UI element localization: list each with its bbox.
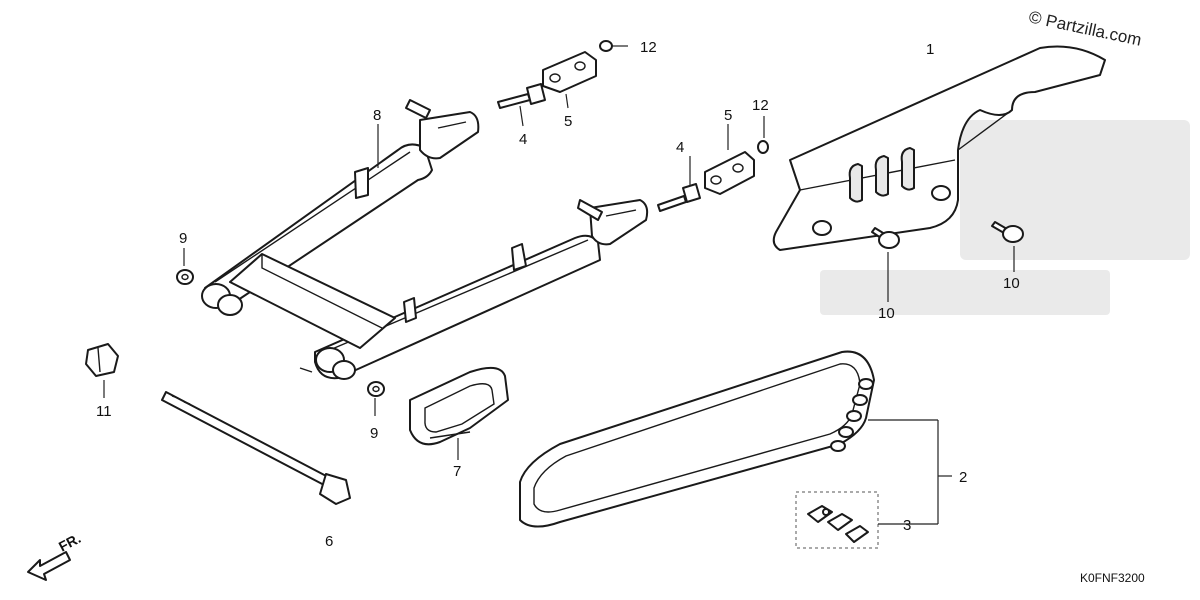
front-direction-label: FR. [56,530,83,555]
callout-6: 6 [325,533,333,550]
callout-12-right: 12 [752,97,769,114]
callout-5-right: 5 [724,107,732,124]
watermark-text: © Partzilla.com [1027,7,1143,49]
part-chain-slider[interactable] [409,366,509,446]
callout-4-upper: 4 [519,131,527,148]
callout-2: 2 [959,469,967,486]
callout-10-right: 10 [1003,275,1020,292]
front-direction-indicator: FR. [27,530,83,581]
part-case-bolt-right[interactable] [991,221,1024,243]
diagram-code: K0FNF3200 [1080,571,1145,585]
callout-11: 11 [96,403,112,420]
callout-4-right: 4 [676,139,684,156]
part-washer-lower[interactable] [367,381,385,397]
part-adjuster-bolt-right[interactable] [657,183,701,212]
part-pivot-nut[interactable] [85,343,119,377]
callout-5-upper: 5 [564,113,572,130]
callout-3: 3 [903,517,911,534]
part-circlip-upper[interactable] [599,40,613,52]
part-circlip-right[interactable] [757,140,769,154]
callout-7: 7 [453,463,461,480]
leader-lines [103,45,1015,525]
front-arrow-icon [27,551,71,581]
part-chain-case[interactable] [772,45,1106,251]
part-chain-joint-kit[interactable] [795,491,879,549]
callout-1: 1 [926,41,934,58]
part-chain-adjuster-right[interactable] [704,151,755,195]
watermark-stipple [820,120,1190,315]
callout-12-upper: 12 [640,39,657,56]
callout-10-lower: 10 [878,305,895,322]
callout-labels: 1 12 4 5 8 12 5 4 9 10 10 11 9 7 2 3 6 [96,39,1020,550]
callout-8: 8 [373,107,381,124]
part-pivot-bolt[interactable] [161,391,351,505]
callout-9-left: 9 [179,230,187,247]
part-chain-adjuster-upper[interactable] [542,51,597,93]
chain-links-detail [830,378,874,452]
callout-9-lower: 9 [370,425,378,442]
part-washer-left[interactable] [176,269,194,285]
part-drive-chain[interactable] [519,350,875,528]
part-case-bolt-lower[interactable] [871,227,900,249]
part-adjuster-bolt-upper[interactable] [497,83,546,109]
part-swingarm[interactable] [201,99,649,380]
